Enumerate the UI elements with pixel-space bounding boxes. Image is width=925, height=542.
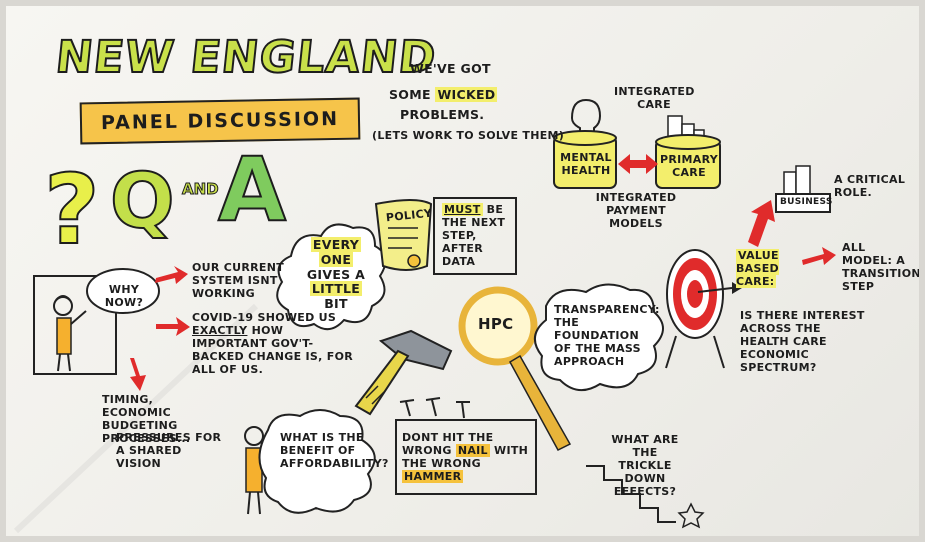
affordability-text: WHAT IS THE BENEFIT OF AFFORDABILITY? [280, 431, 389, 470]
transparency-text: TRANSPARENCY: THE FOUNDATION OF THE MASS… [554, 303, 660, 369]
business-label: BUSINESS [780, 197, 833, 207]
trickle-text: WHAT ARE THE TRICKLE DOWN EFFECTS? [611, 433, 679, 498]
covid-text: COVID-19 SHOWED US EXACTLY HOW IMPORTANT… [192, 311, 362, 377]
transparency-rest: THE FOUNDATION OF THE MASS APPROACH [554, 315, 641, 368]
page-title: NEW ENGLAND [52, 31, 440, 84]
nail-word: NAIL [455, 443, 490, 457]
wicked-line2: SOME WICKED [389, 87, 498, 103]
arrow-up-icon [748, 200, 775, 247]
wicked-line3: PROBLEMS. [400, 107, 485, 122]
letter-a: A [217, 137, 287, 242]
interest-text: IS THERE INTEREST ACROSS THE HEALTH CARE… [740, 309, 865, 374]
why-now-text: WHY NOW? [104, 283, 144, 309]
hammer-word: HAMMER [402, 469, 464, 483]
all-model-text: ALL MODEL: A TRANSITION STEP [842, 241, 919, 293]
wicked-line4: (LETS WORK TO SOLVE THEM) [372, 129, 565, 142]
every-word: EVERY [310, 237, 362, 252]
and-label: AND [182, 180, 220, 199]
double-arrow-icon [618, 154, 658, 174]
head-icon [570, 98, 602, 137]
person-icon [244, 426, 264, 515]
primary-care-label: PRIMARY CARE [660, 153, 719, 179]
wicked-word: WICKED [435, 87, 498, 102]
star-icon [677, 502, 705, 529]
little-word: LITTLE [309, 281, 363, 297]
arrow-icon [155, 266, 188, 284]
nail-text: DONT HIT THE WRONG NAIL WITH THE WRONG H… [402, 431, 532, 484]
sketch-drawings [13, 98, 836, 534]
scroll-icon [374, 199, 433, 271]
critical-role-text: A CRITICAL ROLE. [834, 173, 906, 199]
letter-q: Q [109, 155, 176, 246]
target-icon [665, 249, 742, 369]
nail-part-a: DONT HIT THE WRONG [402, 431, 494, 457]
must-be-text: MUST BE THE NEXT STEP, AFTER DATA [442, 203, 512, 269]
whiteboard-sketch: NEW ENGLAND PANEL DISCUSSION ? Q AND A W… [6, 6, 919, 536]
covid-part-c: HOW IMPORTANT GOV'T-BACKED CHANGE IS, FO… [192, 323, 353, 376]
arrow-icon [802, 247, 836, 265]
covid-part-a: COVID-19 SHOWED US [192, 311, 337, 324]
nail-icon [399, 397, 470, 419]
wicked-some: SOME [389, 87, 431, 102]
hpc-label: HPC [478, 315, 514, 333]
cloud-shape [534, 283, 664, 391]
speaker-frame [33, 275, 117, 375]
policy-box [433, 197, 517, 275]
value-based-care-text: VALUE BASED CARE: [736, 249, 802, 289]
arrow-icon [156, 317, 190, 336]
transparency-word: TRANSPARENCY: [554, 303, 660, 316]
gives-word: GIVES A [306, 266, 366, 282]
timing-text: TIMING, ECONOMIC BUDGETING PROCESSES... [102, 393, 191, 445]
why-now-bubble [86, 268, 160, 314]
diagonal-line [13, 303, 259, 534]
pressures-text: PRESSURES FOR A SHARED VISION [116, 431, 222, 470]
nail-part-b: WITH THE WRONG [402, 443, 529, 470]
must-word: MUST [442, 203, 483, 216]
bit-word: BIT [324, 296, 348, 311]
arrow-down-icon [130, 358, 146, 391]
question-mark: ? [43, 153, 101, 267]
stairs-shape [586, 465, 676, 523]
integrated-care-label: INTEGRATED CARE [614, 85, 695, 111]
be-word: BE [486, 203, 504, 216]
covid-exactly: EXACTLY [192, 323, 248, 337]
nail-box [395, 419, 537, 495]
current-system-text: OUR CURRENT SYSTEM ISNT WORKING [192, 261, 285, 300]
payment-models-label: INTEGRATED PAYMENT MODELS [595, 191, 677, 230]
speaker-body [56, 317, 72, 355]
policy-rest: THE NEXT STEP, AFTER DATA [442, 215, 506, 268]
value-based-word: VALUE BASED CARE: [736, 249, 779, 288]
everyone-text: EVERY ONE GIVES A LITTLE BIT [296, 237, 376, 312]
hammer-icon [354, 329, 453, 416]
mental-health-label: MENTAL HEALTH [560, 151, 612, 177]
subtitle: PANEL DISCUSSION [100, 107, 340, 135]
wicked-line1: WE'VE GOT [410, 61, 491, 76]
cloud-shape [258, 409, 376, 514]
one-word: ONE [318, 251, 354, 267]
business-icon [775, 165, 831, 213]
magnifier-icon [458, 286, 572, 451]
